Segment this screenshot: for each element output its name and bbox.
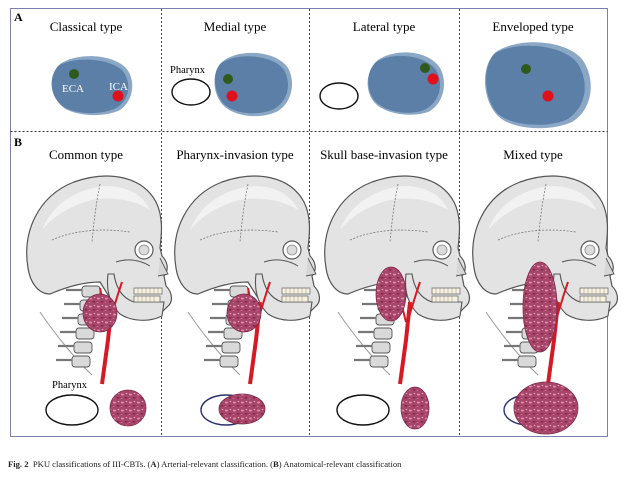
mixed-type-title: Mixed type — [503, 147, 563, 162]
common-type-title: Common type — [49, 147, 123, 162]
tumor-mass-pharynx-invasion — [226, 293, 262, 333]
ica-dot — [112, 90, 124, 102]
caption-b-text: ) Anatomical-relevant classification — [278, 459, 402, 469]
figure-number: Fig. 2 — [8, 459, 29, 469]
caption-text: PKU classifications of III-CBTs. ( — [32, 459, 151, 469]
pharynx-ellipse — [171, 78, 211, 106]
medial-type-title: Medial type — [204, 19, 267, 34]
pharynx-label-a: Pharynx — [170, 65, 206, 76]
caption-a-text: ) Arterial-relevant classification. ( — [156, 459, 274, 469]
tumor-section-mixed — [513, 381, 579, 435]
tumor-section-pharynx-invasion — [218, 393, 266, 425]
classical-tumor: ECA ICA — [51, 56, 133, 116]
enveloped-type-title: Enveloped type — [492, 19, 573, 34]
skull-base-invasion-type-title: Skull base-invasion type — [320, 147, 448, 162]
panel-b-label: B — [14, 135, 22, 149]
caption-b-letter: B — [273, 459, 279, 469]
eca-label: ECA — [62, 83, 84, 95]
pharynx-label-b: Pharynx — [52, 380, 88, 391]
classical-type-title: Classical type — [50, 19, 123, 34]
classification-figure: A B Classical type Medial type Lateral t… — [10, 8, 620, 437]
ica-label: ICA — [109, 81, 128, 93]
tumor-mass-common — [82, 293, 118, 333]
caption-a-letter: A — [150, 459, 157, 469]
lateral-tumor — [367, 52, 444, 115]
pharynx-ellipse-lateral — [319, 82, 359, 110]
figure-caption: Fig. 2 PKU classifications of III-CBTs. … — [8, 459, 618, 469]
eca-dot — [69, 69, 79, 79]
medial-tumor — [214, 52, 292, 117]
skull-illustration-common — [24, 174, 174, 386]
pharynx-ellipse-skull-base — [336, 394, 390, 426]
pharynx-ellipse-common — [45, 394, 99, 426]
enveloped-tumor — [484, 42, 591, 129]
pharynx-invasion-type-title: Pharynx-invasion type — [176, 147, 294, 162]
tumor-mass-skull-base-invasion — [375, 266, 407, 322]
panel-a-label: A — [14, 10, 23, 24]
tumor-mass-mixed — [522, 261, 558, 353]
lateral-type-title: Lateral type — [353, 19, 416, 34]
tumor-section-skull-base-invasion — [400, 386, 430, 430]
skull-illustration-pharynx-invasion — [172, 174, 322, 386]
tumor-section-common — [109, 389, 147, 427]
